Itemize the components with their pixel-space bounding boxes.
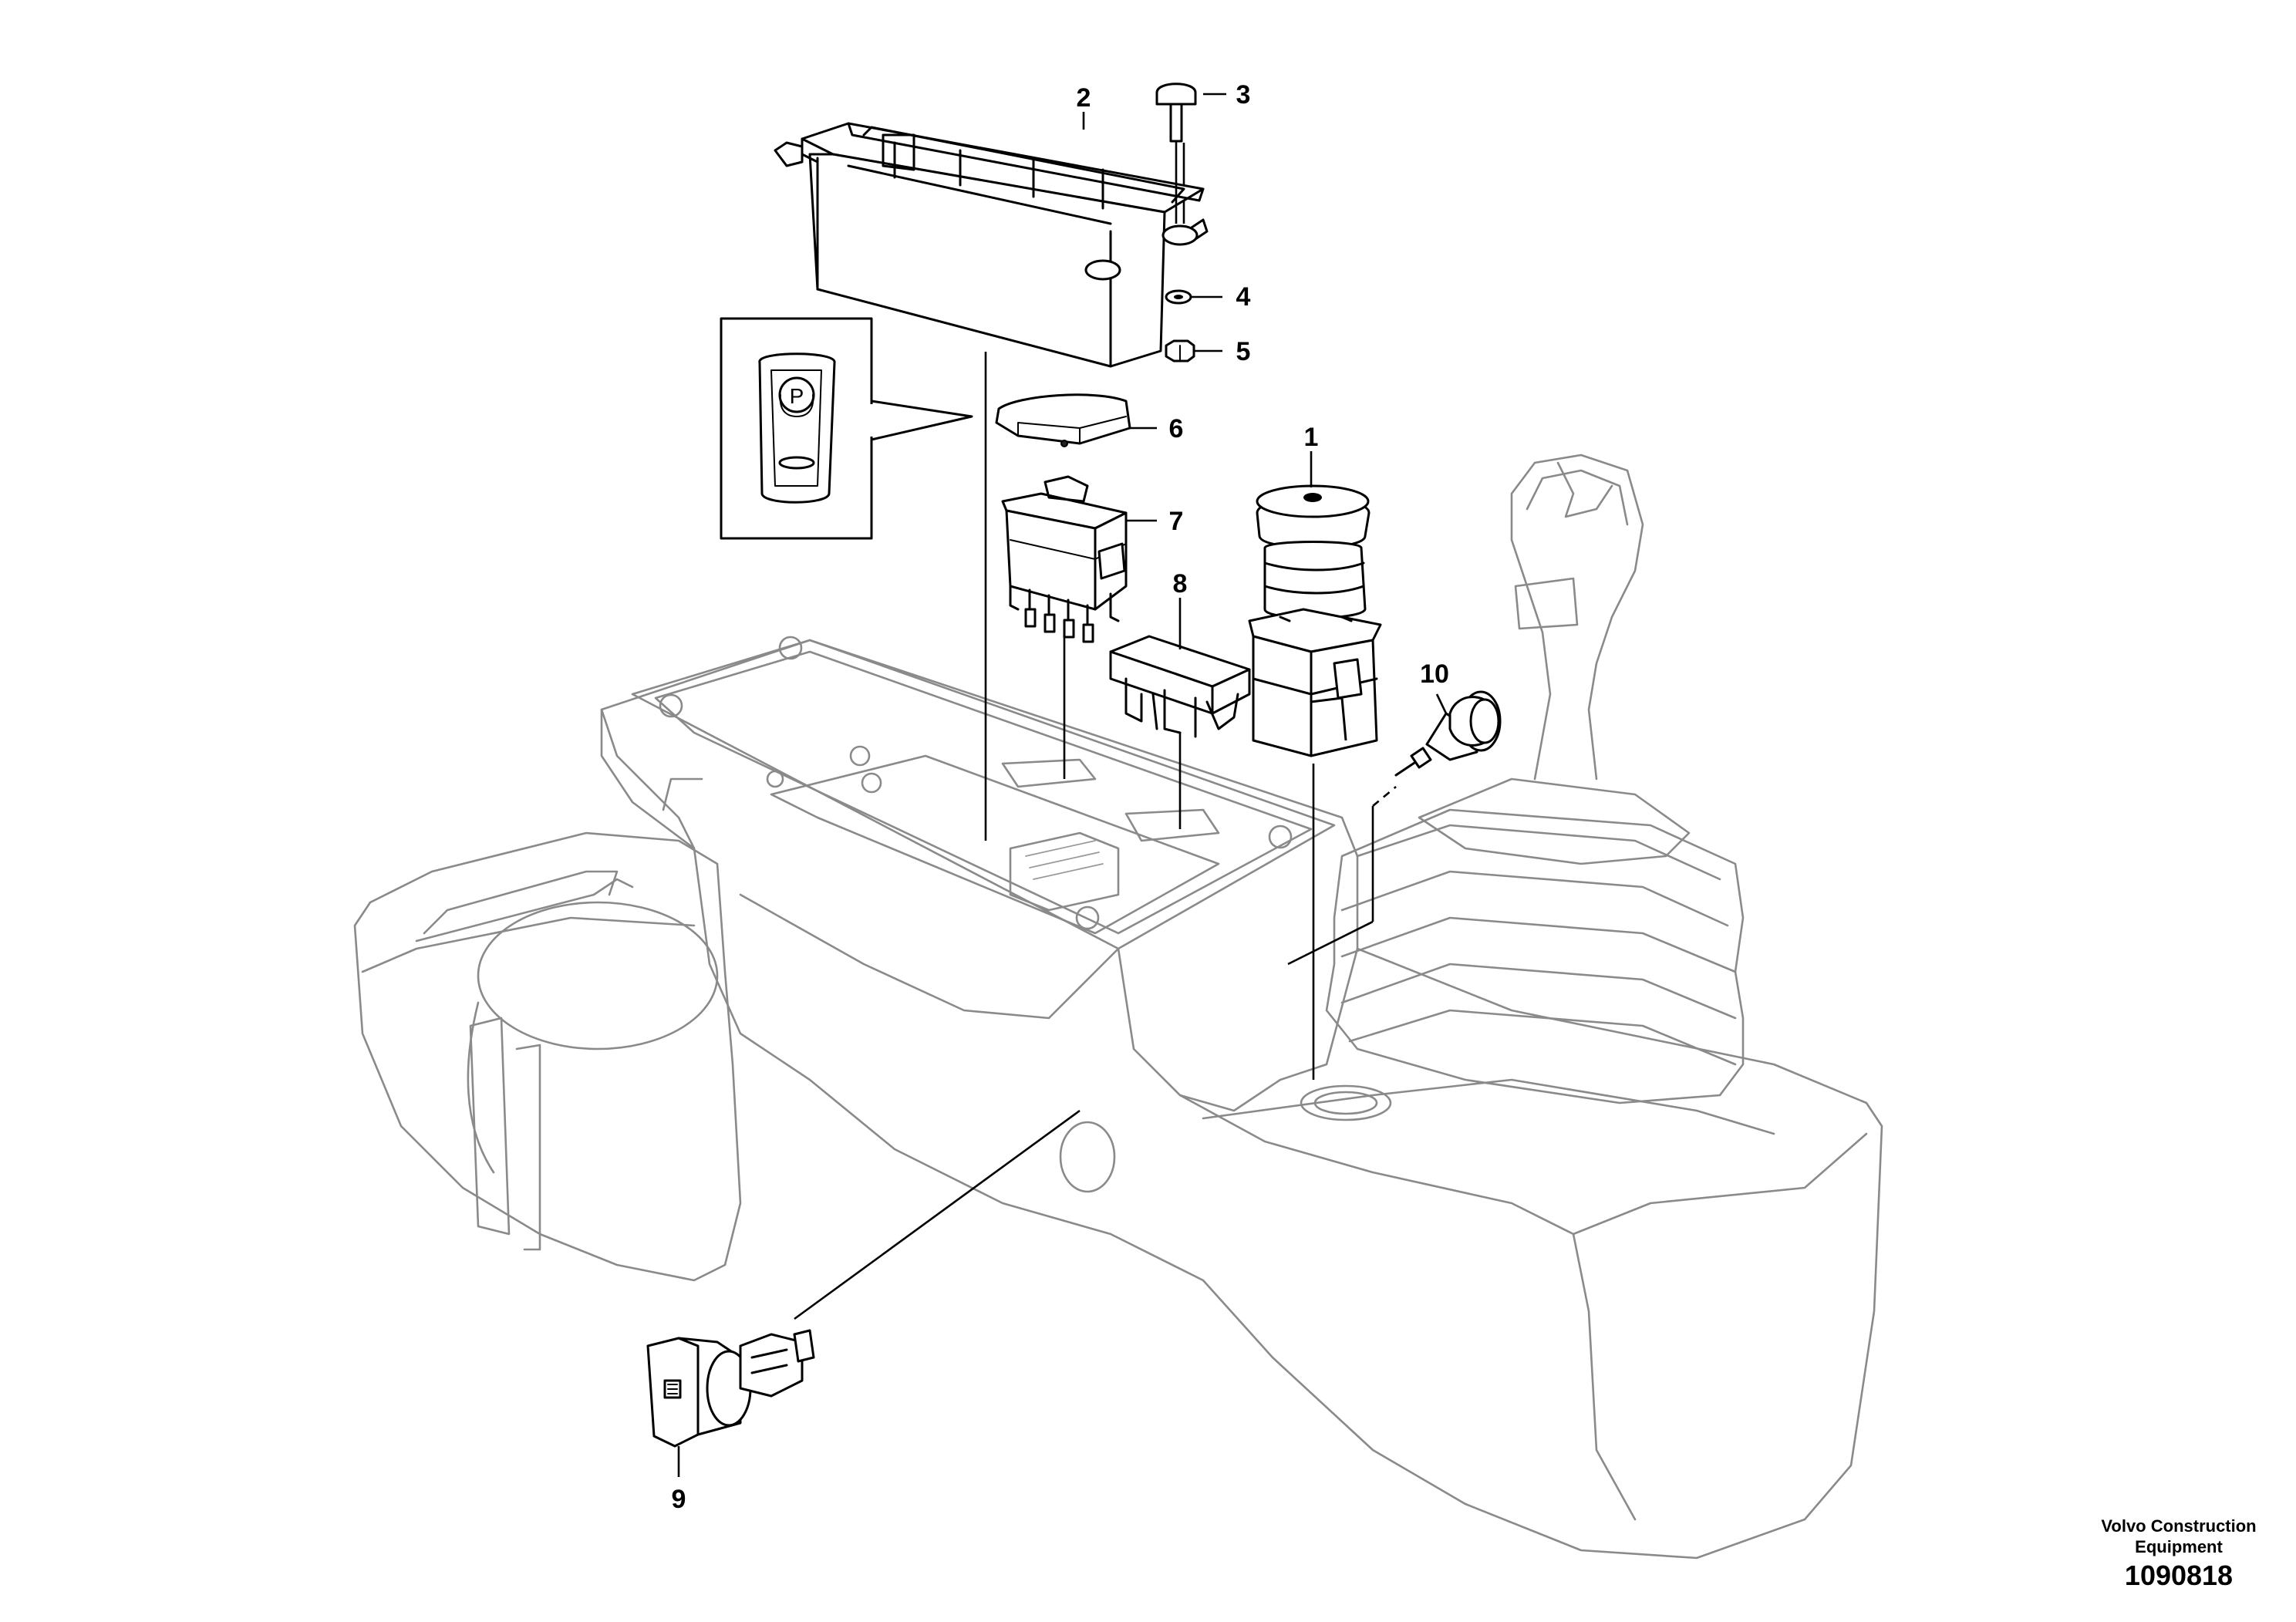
credit-block: Volvo Construction Equipment 1090818 — [2101, 1516, 2256, 1591]
credit-line-2: Equipment — [2135, 1537, 2223, 1556]
callout-6: 6 — [1169, 414, 1184, 443]
callout-9: 9 — [672, 1485, 686, 1514]
callout-3: 3 — [1236, 80, 1251, 110]
part-9-power-socket — [646, 1329, 815, 1477]
part-3-screw — [1155, 83, 1197, 224]
callout-leaders — [1082, 93, 1448, 714]
part-7-rocker-switch — [1001, 475, 1128, 643]
part-8-blank-plug — [1109, 635, 1251, 738]
console-housing — [353, 454, 1883, 1560]
figure-number: 1090818 — [2125, 1560, 2233, 1591]
callout-8: 8 — [1173, 569, 1188, 599]
callout-4: 4 — [1236, 282, 1251, 312]
part-6-rocker-cap — [995, 393, 1131, 447]
assembly-lines — [794, 143, 1397, 1320]
callout-labels: 1 2 3 4 5 6 7 8 9 10 — [672, 80, 1449, 1514]
part-1-emergency-stop — [1248, 484, 1382, 757]
parking-brake-inset: P — [720, 317, 973, 540]
part-4-washer — [1165, 289, 1192, 305]
callout-2: 2 — [1077, 83, 1091, 113]
part-5-nut — [1165, 339, 1195, 363]
callout-10: 10 — [1420, 659, 1449, 689]
part-2-switch-bracket — [774, 122, 1209, 368]
callout-1: 1 — [1304, 423, 1319, 452]
credit-line-1: Volvo Construction — [2101, 1516, 2256, 1536]
callout-7: 7 — [1169, 507, 1184, 536]
part-10-indicator-lamp — [1394, 690, 1502, 777]
parking-brake-letter: P — [790, 384, 804, 408]
callout-5: 5 — [1236, 337, 1251, 366]
